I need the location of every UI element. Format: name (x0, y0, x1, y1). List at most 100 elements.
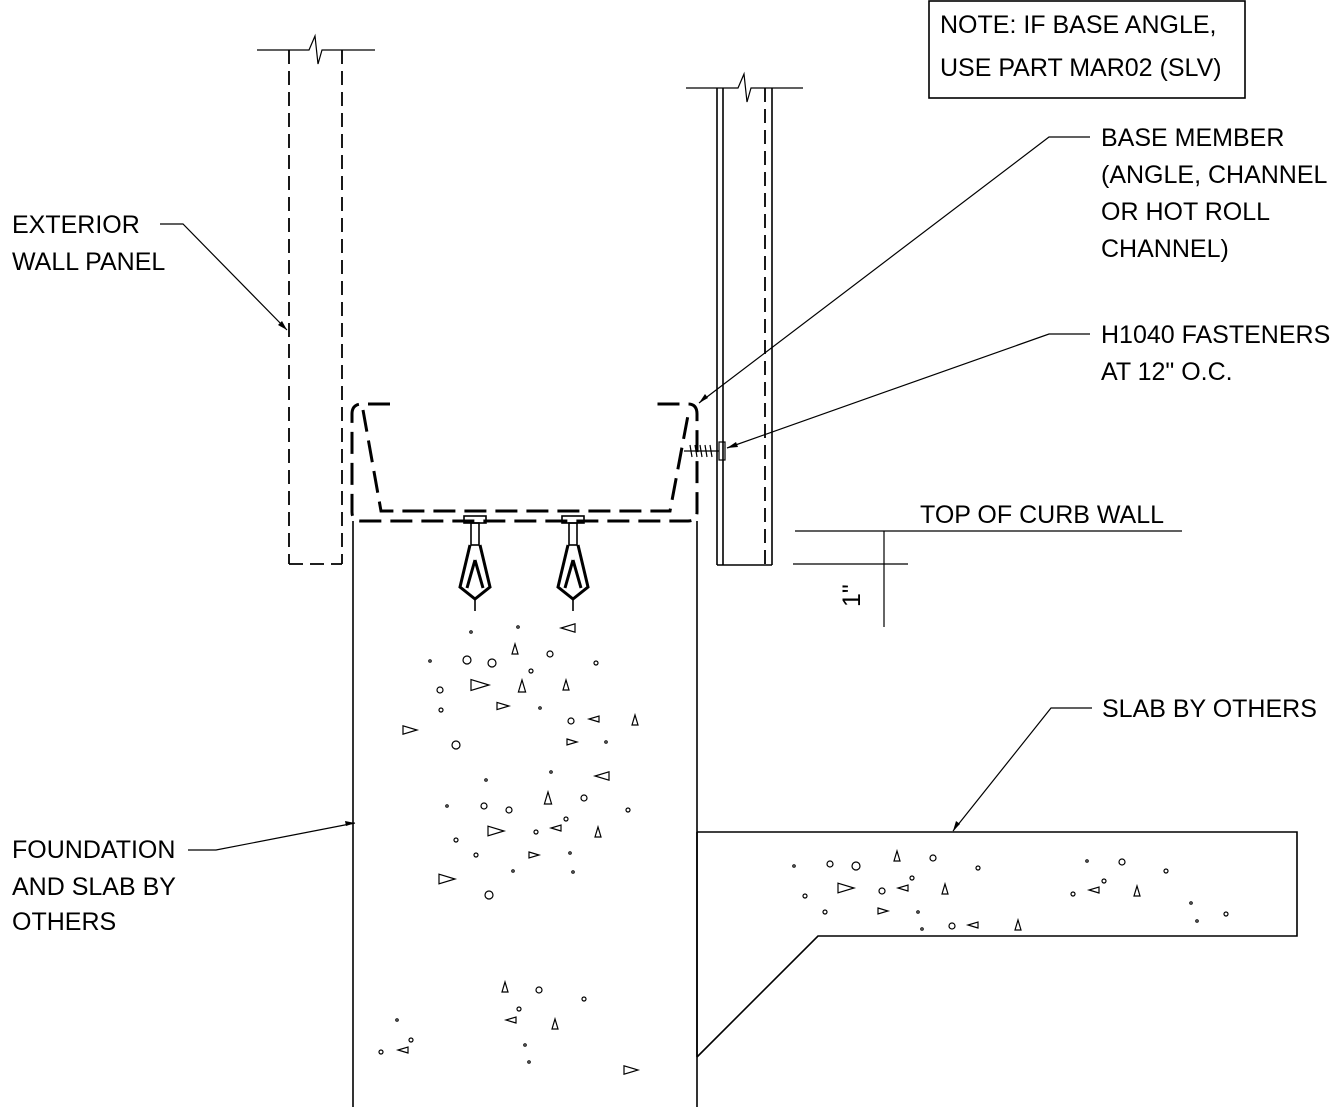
aggregate-triangle (965, 921, 979, 929)
aggregate-dot (920, 927, 924, 931)
aggregate-circle (567, 717, 575, 725)
aggregate-triangle (501, 979, 509, 993)
note-line-2: USE PART MAR02 (SLV) (940, 54, 1222, 82)
exterior-panel-leader (160, 223, 288, 331)
foundation-leader (188, 822, 356, 851)
aggregate-dot (516, 625, 520, 629)
anchor-1-wedge (458, 544, 492, 601)
dimension-label: 1" (838, 584, 866, 607)
aggregate-circle (1118, 858, 1126, 866)
aggregate-circle (563, 816, 569, 822)
aggregate-circle (593, 660, 599, 666)
aggregate-circle (453, 837, 459, 843)
aggregate-dot (604, 740, 608, 744)
panel-break-line-left (257, 33, 375, 65)
fasteners-label-line-1: H1040 FASTENERS (1101, 321, 1330, 349)
aggregate-triangle (517, 677, 527, 693)
aggregate-dot (792, 864, 796, 868)
base-member-label-line-2: (ANGLE, CHANNEL (1101, 161, 1328, 189)
aggregate-triangle (941, 881, 949, 895)
base-member-channel (350, 402, 699, 523)
aggregate-circle (436, 686, 444, 694)
fasteners-label-line-2: AT 12" O.C. (1101, 358, 1233, 386)
aggregate-circle (533, 829, 539, 835)
fasteners-leader (726, 333, 1090, 449)
aggregate-dot (511, 869, 515, 873)
aggregate-circle (528, 668, 534, 674)
interior-vertical-member (686, 71, 803, 566)
aggregate-triangle (1014, 917, 1022, 931)
aggregate-triangle (1086, 886, 1100, 894)
foundation-wall (352, 521, 698, 1107)
aggregate-triangle (551, 1016, 559, 1030)
aggregate-circle (462, 655, 472, 665)
anchor-2-wedge (556, 544, 590, 601)
anchor-1 (458, 515, 492, 611)
anchor-2-shank (568, 522, 578, 546)
aggregate-dot (1085, 859, 1089, 863)
channel-outer-profile (350, 402, 699, 523)
base-member-leader (698, 136, 1090, 404)
aggregate-triangle (548, 824, 562, 832)
aggregate-triangle (511, 641, 519, 655)
channel-inner-profile (361, 409, 691, 513)
foundation-label-line-1: FOUNDATION (12, 836, 175, 864)
aggregate-circle (851, 861, 861, 871)
aggregate-circle (822, 909, 828, 915)
leader-lines (160, 136, 1092, 851)
aggregate-triangle (528, 851, 542, 859)
exterior-wall-panel (257, 33, 375, 565)
anchor-1-shank (470, 522, 480, 546)
aggregate-triangle (402, 724, 420, 736)
anchor-2 (556, 515, 590, 611)
aggregate-circle (1163, 868, 1169, 874)
aggregate-triangle (895, 884, 909, 892)
exterior-label-line-1: EXTERIOR (12, 211, 140, 239)
aggregate-dot (527, 1060, 531, 1064)
leader-arrow-fastener (727, 442, 738, 448)
base-member-label-line-3: OR HOT ROLL (1101, 198, 1270, 226)
slab-leader (952, 707, 1092, 832)
note-box: NOTE: IF BASE ANGLE, USE PART MAR02 (SLV… (928, 0, 1246, 99)
aggregate-triangle (503, 1016, 517, 1024)
aggregate-triangle (1133, 883, 1141, 897)
aggregate-circle (580, 794, 588, 802)
aggregate-circle (1101, 878, 1107, 884)
slab-aggregate-hatch (792, 848, 1229, 931)
aggregate-triangle (487, 825, 507, 837)
aggregate-triangle (543, 789, 553, 805)
aggregate-circle (473, 852, 479, 858)
aggregate-circle (1223, 911, 1229, 917)
aggregate-circle (948, 922, 956, 930)
aggregate-dot (568, 851, 572, 855)
aggregate-triangle (594, 824, 602, 838)
foundation-label-line-3: OTHERS (12, 908, 116, 936)
aggregate-circle (484, 890, 494, 900)
aggregate-triangle (631, 712, 639, 726)
aggregate-circle (625, 807, 631, 813)
aggregate-dot (538, 706, 542, 710)
leader-arrow-slab (953, 821, 960, 831)
aggregate-dot (469, 630, 473, 634)
note-box-border (928, 0, 1246, 99)
base-member-label-line-4: CHANNEL) (1101, 235, 1229, 263)
aggregate-triangle (586, 715, 600, 723)
aggregate-circle (975, 865, 981, 871)
fastener-threads (689, 444, 713, 458)
slab-by-others (696, 831, 1298, 1058)
aggregate-triangle (893, 848, 901, 862)
member-break-line (686, 71, 803, 103)
aggregate-triangle (395, 1046, 409, 1054)
aggregate-circle (802, 893, 808, 899)
foundation-label-line-2: AND SLAB BY (12, 873, 176, 901)
foundation-aggregate-hatch (378, 622, 641, 1076)
aggregate-circle (535, 986, 543, 994)
aggregate-triangle (592, 770, 610, 782)
aggregate-circle (546, 650, 554, 658)
leader-arrow-foundation (345, 821, 355, 826)
base-member-label-line-1: BASE MEMBER (1101, 124, 1284, 152)
fastener-head (718, 441, 726, 461)
note-line-1: NOTE: IF BASE ANGLE, (940, 11, 1216, 39)
aggregate-triangle (837, 882, 857, 894)
